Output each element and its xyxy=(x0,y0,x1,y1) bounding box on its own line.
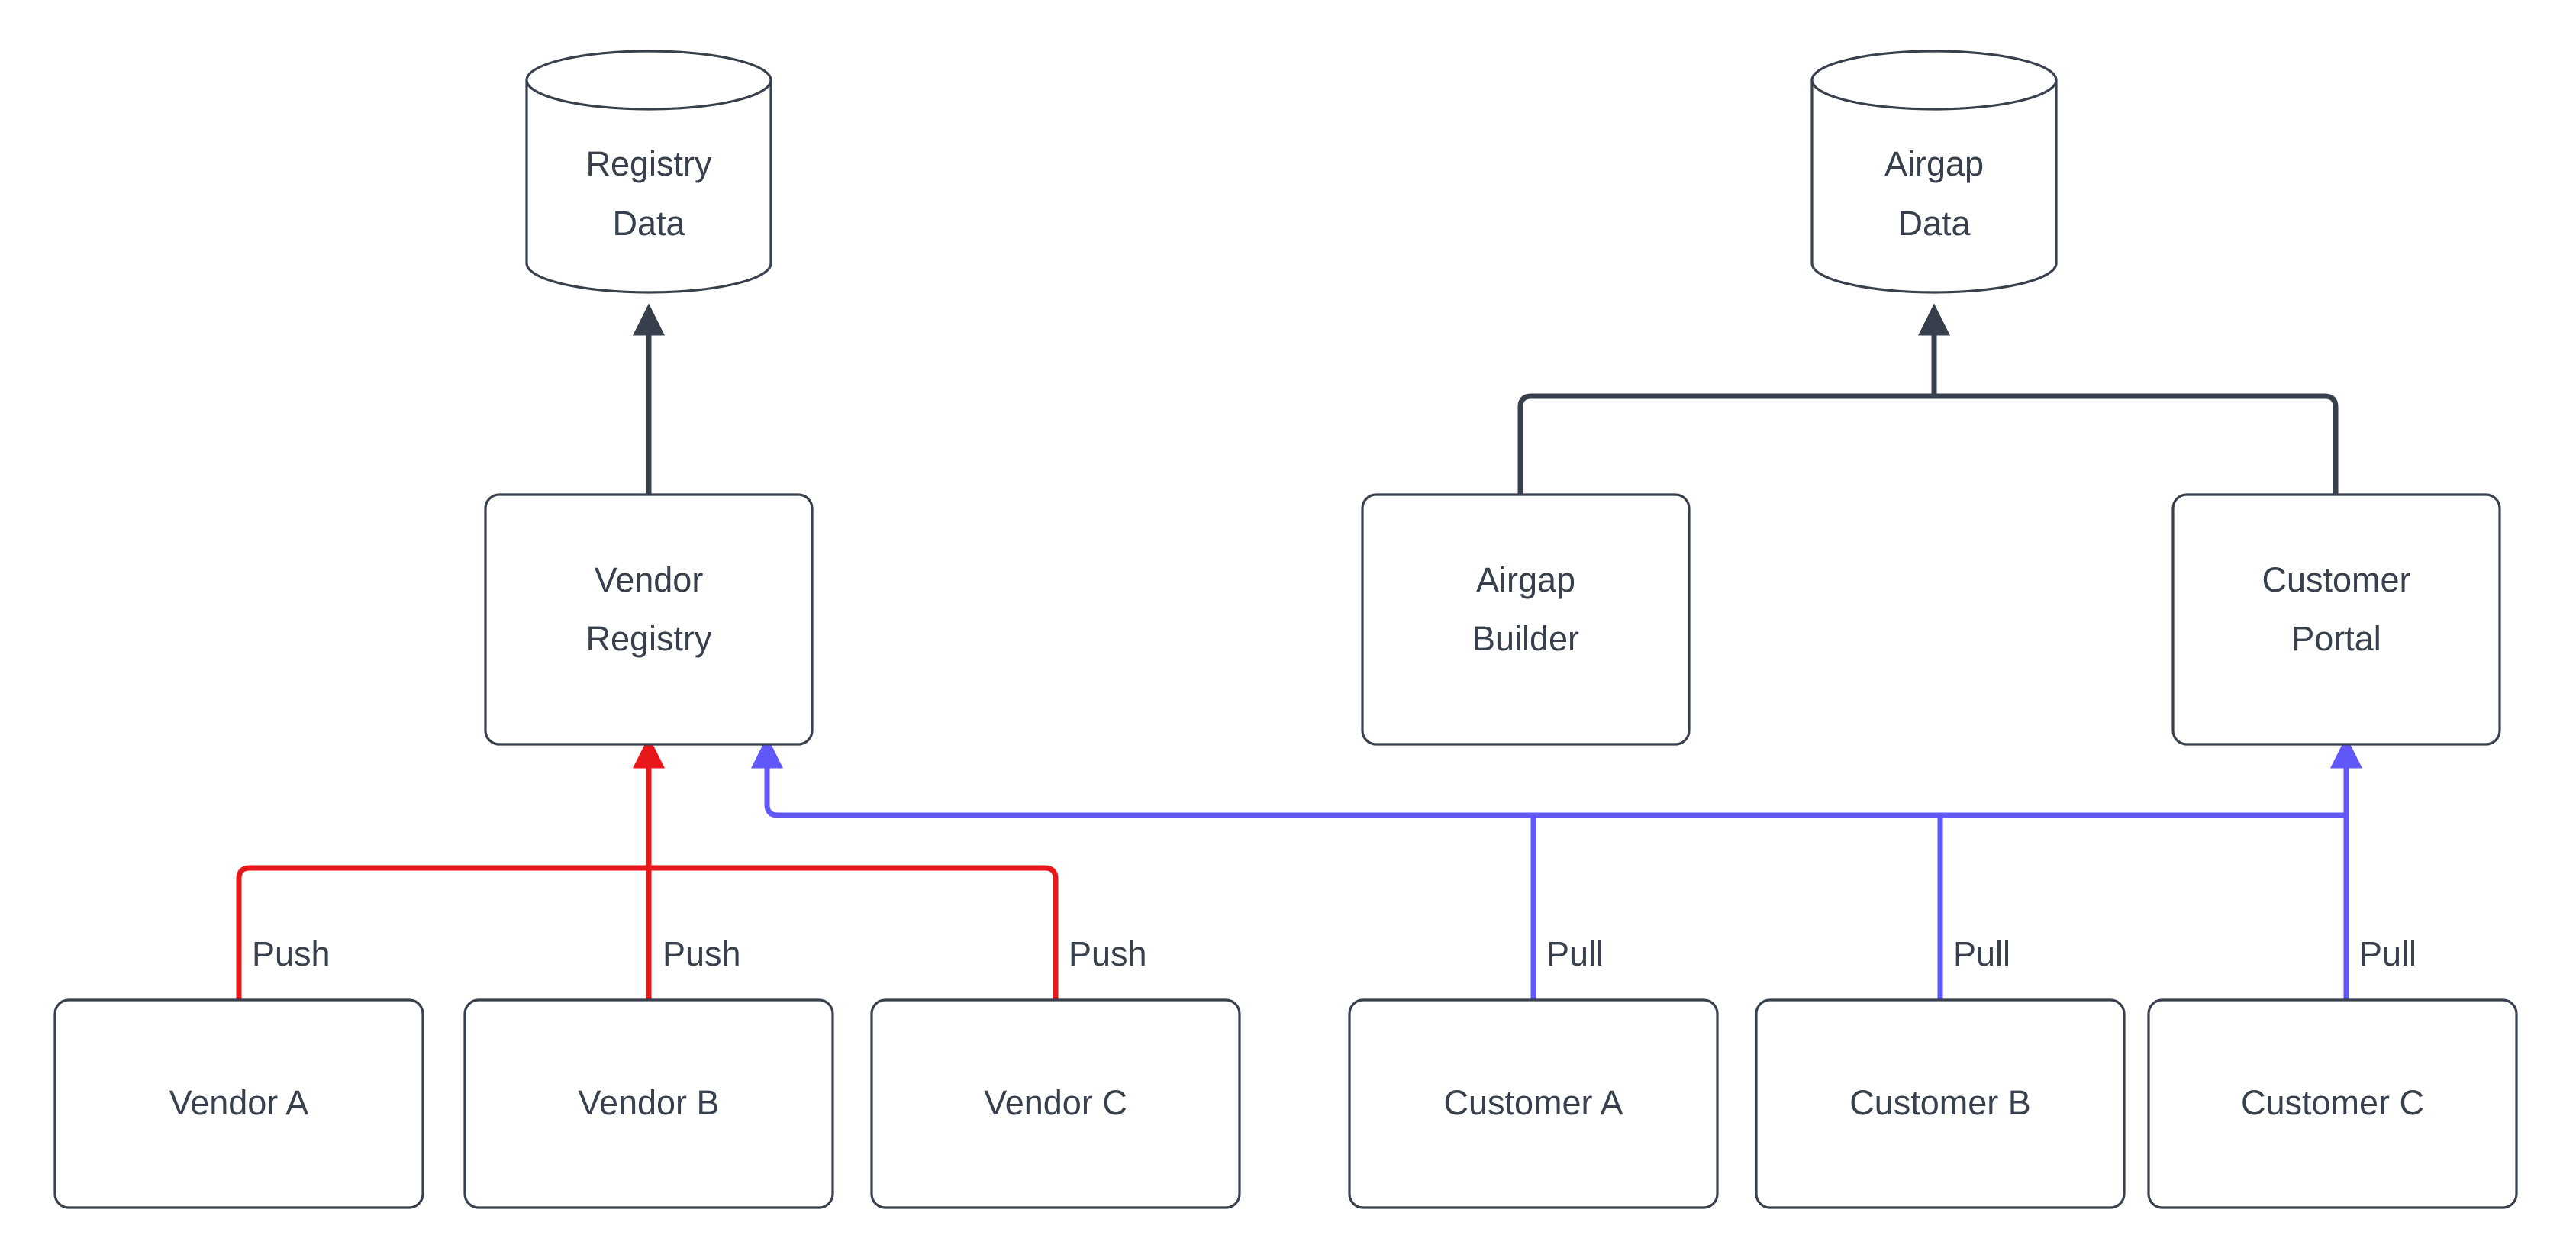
edge-label-pull-customer-c: Pull xyxy=(2359,934,2416,973)
registry-data-label-line2: Data xyxy=(612,204,685,243)
customer-a-label: Customer A xyxy=(1443,1083,1623,1122)
airgap-builder-label-line2: Builder xyxy=(1472,619,1579,658)
vendor-c-label: Vendor C xyxy=(984,1083,1127,1122)
customer-portal-label-line2: Portal xyxy=(2291,619,2381,658)
edge-label-pull-customer-b: Pull xyxy=(1953,934,2010,973)
registry-data-label-line1: Registry xyxy=(585,144,712,183)
customer-c-label: Customer C xyxy=(2241,1083,2424,1122)
node-customer-portal[interactable]: Customer Portal xyxy=(2171,493,2501,746)
vendor-b-label: Vendor B xyxy=(578,1083,719,1122)
node-vendor-b[interactable]: Vendor B xyxy=(463,998,834,1209)
customer-b-label: Customer B xyxy=(1849,1083,2031,1122)
node-customer-a[interactable]: Customer A xyxy=(1348,998,1719,1209)
vendor-registry-label-line2: Registry xyxy=(585,619,712,658)
edge-label-pull-customer-a: Pull xyxy=(1546,934,1604,973)
edge-label-push-vendor-b: Push xyxy=(663,934,741,973)
node-airgap-data[interactable]: Airgap Data xyxy=(1810,50,2058,294)
edge-label-push-vendor-a: Push xyxy=(252,934,330,973)
edge-customer-portal-to-airgap-data xyxy=(1934,393,2339,495)
airgap-data-label-line2: Data xyxy=(1897,204,1971,243)
customer-portal-label-line1: Customer xyxy=(2262,560,2410,599)
edge-vendor-a-push xyxy=(236,865,649,1000)
vendor-registry-label-line1: Vendor xyxy=(595,560,704,599)
node-customer-b[interactable]: Customer B xyxy=(1755,998,2126,1209)
node-registry-data[interactable]: Registry Data xyxy=(525,50,772,294)
node-vendor-c[interactable]: Vendor C xyxy=(870,998,1241,1209)
edge-customers-to-vendor-registry xyxy=(751,736,783,818)
edge-label-push-vendor-c: Push xyxy=(1069,934,1147,973)
airgap-data-label-line1: Airgap xyxy=(1884,144,1984,183)
node-vendor-a[interactable]: Vendor A xyxy=(53,998,424,1209)
airgap-builder-label-line1: Airgap xyxy=(1476,560,1575,599)
node-vendor-registry[interactable]: Vendor Registry xyxy=(484,493,814,746)
edge-vendor-c-push xyxy=(649,865,1059,1000)
node-customer-c[interactable]: Customer C xyxy=(2147,998,2518,1209)
vendor-a-label: Vendor A xyxy=(169,1083,309,1122)
edge-airgap-builder-to-airgap-data xyxy=(1517,393,1934,495)
node-airgap-builder[interactable]: Airgap Builder xyxy=(1361,493,1691,746)
